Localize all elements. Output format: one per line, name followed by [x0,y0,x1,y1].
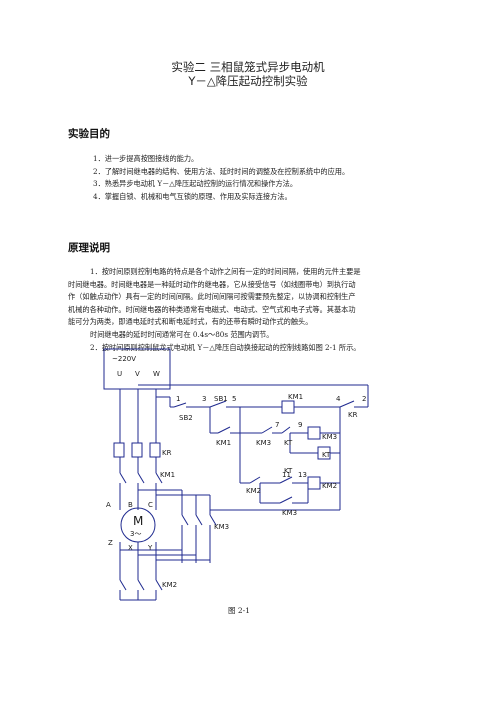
node-label: 11 [282,471,291,479]
paragraph-line: 能可分为两类，即通电延时式和断电延时式，有的还带有瞬时动作式的触头。 [68,317,313,327]
paragraph-line: 时间继电器。时间继电器是一种延时动作的继电器，它从接受信号（如线圈带电）到执行动 [68,279,356,289]
node-label: 1 [176,395,180,403]
section-heading-principle: 原理说明 [68,242,110,254]
supply-box [103,348,171,390]
motor-terminal-label: Z [108,539,113,547]
km2-contact-label: KM2 [246,487,261,495]
km3-bottom-label: KM3 [282,509,297,517]
km1-contact-label: KM1 [288,393,303,401]
sb2-label: SB2 [179,414,193,422]
km3-main-label: KM3 [214,523,229,531]
motor-terminal-label: X [128,544,133,552]
km1-main-label: KM1 [160,471,175,479]
km1-coil-label: KM1 [216,439,231,447]
node-label: 4 [336,395,341,403]
section-heading-objective: 实验目的 [68,128,110,140]
km3-coil-label: KM3 [322,433,337,441]
paragraph-line: 作（如触点动作）具有一定的时间间隔。此时间间隔可按需要预先整定，以协调和控制生产 [68,292,356,302]
motor-phase-label: 3～ [130,530,141,538]
node-label: 7 [275,421,279,429]
phase-w-label: W [153,370,160,378]
paragraph-line: 机械的各种动作。时间继电器的种类通常有电磁式、电动式、空气式和电子式等。其基本功 [68,304,356,314]
principle-paragraph-1: 1．按时间原则控制电路的特点是各个动作之间有一定的时间间隔，使用的元件主要是 时… [68,266,433,354]
node-label: 2 [362,395,366,403]
sb1-label: SB1 [214,395,228,403]
paragraph-line: 1．按时间原则控制电路的特点是各个动作之间有一定的时间间隔，使用的元件主要是 [90,267,361,276]
kt-coil-label: KT [322,451,331,459]
supply-label: ~220V [112,355,136,363]
phase-u-label: U [117,370,122,378]
km2-coil-label: KM2 [322,482,337,490]
list-item: 2．了解时间继电器的结构、使用方法、延时时间的调整及在控制系统中的应用。 [93,166,350,176]
figure-caption: 图 2-1 [228,606,250,615]
kr-relay-label: KR [162,449,172,457]
control-circuit-diagram: ~220V U V W 1 3 5 7 9 11 13 4 2 SB2 SB1 … [103,348,369,601]
doc-title: 实验二 三相鼠笼式异步电动机 [171,60,325,74]
motor-terminal-label: Y [147,544,153,552]
kt-contact2-label: KT [284,467,293,475]
km2-main-label: KM2 [162,581,177,589]
km3-contact-label: KM3 [256,439,271,447]
motor-terminal-label: A [106,501,111,509]
list-item: 4．掌握自锁、机械和电气互锁的原理、作用及实际连接方法。 [93,191,292,201]
node-label: 3 [202,395,206,403]
node-label: 5 [232,395,236,403]
paragraph-line: 时间继电器的延时时间通常可在 0.4s～80s 范围内调节。 [90,329,274,339]
paragraph-line: 2．按时间原则控制鼠龙式电动机 Y－△降压自动换接起动的控制线路如图 2-1 所… [90,342,361,352]
kt-contact-label: KT [284,439,293,447]
motor-terminal-label: C [148,501,153,509]
motor-terminal-label: B [128,501,133,509]
kr-top-label: KR [348,411,358,419]
doc-subtitle: Y－△降压起动控制实验 [188,74,308,88]
motor-symbol: M [133,514,143,528]
list-item: 1．进一步提高按图接线的能力。 [93,154,199,163]
phase-v-label: V [135,370,140,378]
list-item: 3．熟悉异步电动机 Y－△降压起动控制的运行情况和操作方法。 [93,179,298,189]
node-label: 9 [298,421,302,429]
objective-list: 1．进一步提高按图接线的能力。 2．了解时间继电器的结构、使用方法、延时时间的调… [93,153,349,203]
node-label: 13 [298,471,307,479]
